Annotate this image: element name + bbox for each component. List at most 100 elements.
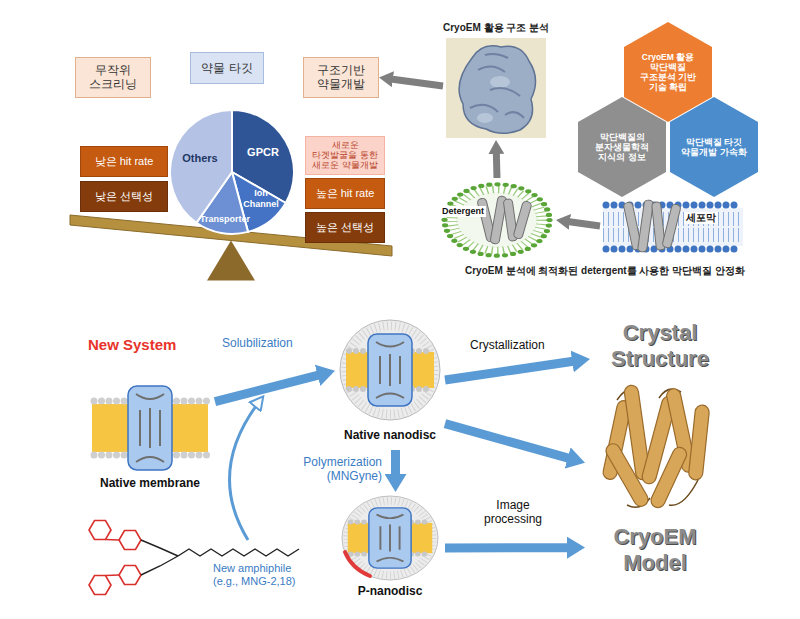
- method-box: 무작위 스크리닝: [75, 57, 151, 98]
- node-label: P-nanodisc: [335, 584, 445, 598]
- node-label: 막단백질 타깃 약물개발 가속화: [680, 97, 748, 197]
- pie-label: GPCR: [240, 146, 286, 159]
- detergent-micelle-art: [513, 200, 532, 239]
- pie-slice: [170, 110, 232, 223]
- note-box: 새로운 타겟발굴을 통한 새로운 약물개발: [305, 136, 385, 175]
- edge-label: Polymerization (MNGyne): [286, 455, 382, 484]
- native-nanodisc: Native nanodisc: [335, 318, 445, 450]
- p-nanodisc-art: [342, 496, 438, 580]
- edge-label: Image processing: [468, 498, 558, 527]
- panel-caption: CryoEM 분석에 최적화된 detergent를 사용한 막단백질 안정화: [440, 265, 770, 277]
- node-label: CryoEM 활용 구조 분석: [443, 22, 549, 34]
- amphiphile-structure-art: [119, 566, 141, 585]
- node-label: Crystal Structure: [594, 320, 726, 373]
- detergent-micelle-art: [477, 196, 532, 245]
- helix-bundle-model: [602, 384, 710, 509]
- flow-arrow: [391, 450, 400, 482]
- cryoem-density-map: [459, 46, 535, 133]
- node-label: 막단백질의 분자생물학적 지식의 정보: [588, 97, 656, 197]
- cryoem-density-map: [477, 113, 493, 123]
- cryoem-image-panel: CryoEM 활용 구조 분석: [443, 20, 549, 140]
- node-label: CryoEM Model: [585, 524, 725, 577]
- cryoem-density-map: [470, 54, 524, 118]
- native-membrane-art: [136, 394, 164, 462]
- p-nanodisc-art: [377, 514, 404, 561]
- node-label: 약물 타깃: [195, 61, 259, 75]
- cell-membrane-art: [637, 200, 653, 253]
- flow-arrow: [564, 221, 600, 226]
- outcome-box: 낮은 hit rate: [80, 146, 168, 177]
- addition-arrow: [230, 398, 262, 540]
- result-title: Crystal Structure: [590, 318, 730, 375]
- amphiphile-structure-art: [119, 531, 141, 550]
- pie-label: Ion Channel: [241, 188, 281, 210]
- pie-chart: [170, 110, 294, 234]
- node-label: 무작위 스크리닝: [80, 63, 146, 92]
- pie-label: Transporter: [197, 214, 253, 225]
- helix-bundle-model: [688, 404, 710, 480]
- node-label: Detergent: [440, 206, 486, 217]
- helix-bundle-model: [602, 384, 710, 509]
- target-box: 약물 타깃: [190, 52, 264, 84]
- native-nanodisc-art: [368, 334, 412, 406]
- outcome-box: 높은 선택성: [305, 212, 385, 243]
- node-label: 구조기반 약물개발: [308, 63, 374, 92]
- amphiphile-structure: New amphiphile (e.g., MNG-2,18): [75, 512, 315, 608]
- method-box: 구조기반 약물개발: [303, 57, 379, 98]
- amphiphile-structure-art: [178, 549, 299, 556]
- flow-arrow: [445, 543, 575, 552]
- hexagon-shape: [670, 97, 758, 197]
- edge-label: Solubilization: [222, 336, 322, 350]
- p-nanodisc-art: [348, 501, 432, 575]
- amphiphile-structure-art: [106, 540, 120, 576]
- node-label: 낮은 hit rate: [85, 155, 163, 168]
- amphiphile-structure-art: [89, 576, 111, 595]
- node-label: 높은 선택성: [310, 221, 380, 234]
- native-nanodisc-art: [340, 320, 440, 420]
- p-nanodisc: P-nanodisc: [335, 492, 445, 604]
- goal-hexagon: 막단백질 타깃 약물개발 가속화: [670, 97, 758, 197]
- detergent-micelle-art: [445, 184, 550, 255]
- amphiphile-structure-art: [141, 540, 178, 575]
- cryoem-density-map: [490, 76, 510, 88]
- goal-hexagon: 막단백질의 분자생물학적 지식의 정보: [578, 97, 666, 197]
- helix-bundle-model: [649, 445, 689, 510]
- native-nanodisc-art: [340, 320, 440, 420]
- p-nanodisc-art: [342, 496, 438, 580]
- native-membrane-art: [92, 386, 208, 470]
- amphiphile-structure-art: [89, 521, 141, 595]
- cryoem-model: CryoEM Model: [585, 378, 725, 590]
- node-label: Native membrane: [85, 476, 215, 490]
- cell-membrane-art: [606, 246, 742, 253]
- cell-membrane-art: [623, 200, 681, 253]
- cryoem-density-map: [446, 38, 546, 138]
- node-label: 세포막: [684, 212, 718, 224]
- cell-membrane: 세포막: [600, 196, 745, 256]
- node-label: 낮은 선택성: [85, 190, 163, 203]
- native-nanodisc-art: [376, 342, 404, 398]
- detergent-micelle-art: [452, 189, 542, 250]
- node-label: CryoEM 활용 막단백질 구조분석 기반 기술 확립: [634, 22, 702, 122]
- outcome-box: 낮은 선택성: [80, 181, 168, 212]
- section-title: New System: [88, 336, 228, 354]
- outcome-box: 높은 hit rate: [305, 178, 385, 209]
- native-membrane-art: [128, 386, 172, 470]
- node-label: 높은 hit rate: [310, 187, 380, 200]
- flow-arrow: [445, 424, 575, 461]
- detergent-micelle: Detergent: [438, 178, 556, 262]
- cell-membrane-art: [662, 204, 681, 249]
- hexagon-shape: [578, 97, 666, 197]
- amphiphile-structure-art: [89, 521, 111, 540]
- cryoem-density-map: [446, 38, 546, 138]
- cell-membrane-art: [603, 200, 743, 253]
- p-nanodisc-art: [369, 508, 411, 568]
- detergent-micelle-art: [445, 184, 550, 255]
- flow-arrow: [215, 373, 325, 401]
- p-nanodisc-art: [342, 496, 438, 580]
- pie-label: Others: [172, 152, 228, 165]
- edge-label: Crystallization: [470, 338, 570, 352]
- node-label: 새로운 타겟발굴을 통한 새로운 약물개발: [310, 140, 380, 171]
- detergent-micelle-art: [445, 184, 550, 255]
